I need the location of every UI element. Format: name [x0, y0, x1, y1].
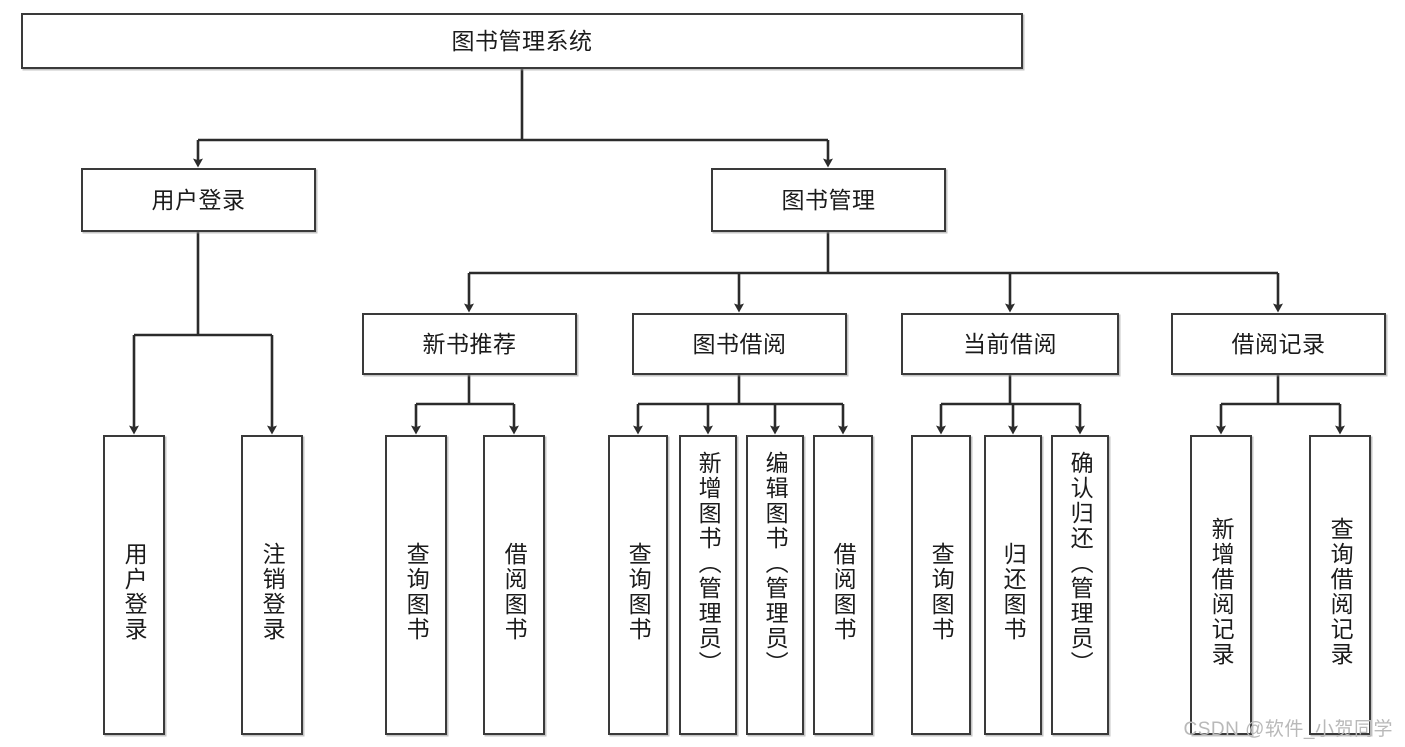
leaf-add-book-admin[interactable]: 新增图书（管理员） — [679, 435, 737, 735]
leaf-borrow-book-recommend-label: 借阅图书 — [501, 542, 528, 642]
leaf-query-book-borrow[interactable]: 查询图书 — [608, 435, 668, 735]
leaf-return-book[interactable]: 归还图书 — [984, 435, 1042, 735]
leaf-add-borrow-record-label: 新增借阅记录 — [1208, 517, 1235, 667]
node-root-label: 图书管理系统 — [451, 27, 593, 54]
leaf-query-book-current-label: 查询图书 — [928, 542, 955, 642]
leaf-confirm-return-admin-label: 确认归还（管理员） — [1067, 451, 1094, 676]
leaf-logout-login-label: 注销登录 — [259, 542, 286, 642]
leaf-query-book-recommend-label: 查询图书 — [403, 542, 430, 642]
watermark: CSDN @软件_小贺同学 — [1183, 719, 1393, 740]
leaf-add-book-admin-label: 新增图书（管理员） — [695, 451, 722, 676]
leaf-user-login-label: 用户登录 — [121, 542, 148, 642]
node-user-login[interactable]: 用户登录 — [81, 168, 316, 232]
node-new-book-recommend-label: 新书推荐 — [422, 330, 517, 357]
node-current-borrow-label: 当前借阅 — [963, 330, 1057, 357]
leaf-query-book-borrow-label: 查询图书 — [625, 542, 652, 642]
leaf-user-login[interactable]: 用户登录 — [103, 435, 165, 735]
node-borrow-record[interactable]: 借阅记录 — [1171, 313, 1386, 375]
leaf-query-book-current[interactable]: 查询图书 — [911, 435, 971, 735]
leaf-add-borrow-record[interactable]: 新增借阅记录 — [1190, 435, 1252, 735]
node-book-borrow-label: 图书借阅 — [692, 330, 787, 357]
leaf-borrow-book[interactable]: 借阅图书 — [813, 435, 873, 735]
node-book-manage[interactable]: 图书管理 — [711, 168, 946, 232]
node-current-borrow[interactable]: 当前借阅 — [901, 313, 1119, 375]
leaf-logout-login[interactable]: 注销登录 — [241, 435, 303, 735]
node-book-manage-label: 图书管理 — [781, 186, 876, 213]
leaf-edit-book-admin[interactable]: 编辑图书（管理员） — [746, 435, 804, 735]
node-root[interactable]: 图书管理系统 — [21, 13, 1023, 69]
leaf-query-borrow-record[interactable]: 查询借阅记录 — [1309, 435, 1371, 735]
leaf-query-borrow-record-label: 查询借阅记录 — [1327, 517, 1354, 667]
node-user-login-label: 用户登录 — [151, 186, 246, 213]
node-book-borrow[interactable]: 图书借阅 — [632, 313, 847, 375]
node-new-book-recommend[interactable]: 新书推荐 — [362, 313, 577, 375]
leaf-borrow-book-recommend[interactable]: 借阅图书 — [483, 435, 545, 735]
leaf-borrow-book-label: 借阅图书 — [830, 542, 857, 642]
leaf-confirm-return-admin[interactable]: 确认归还（管理员） — [1051, 435, 1109, 735]
leaf-return-book-label: 归还图书 — [1000, 542, 1027, 642]
node-borrow-record-label: 借阅记录 — [1231, 330, 1326, 357]
leaf-edit-book-admin-label: 编辑图书（管理员） — [762, 451, 789, 676]
leaf-query-book-recommend[interactable]: 查询图书 — [385, 435, 447, 735]
